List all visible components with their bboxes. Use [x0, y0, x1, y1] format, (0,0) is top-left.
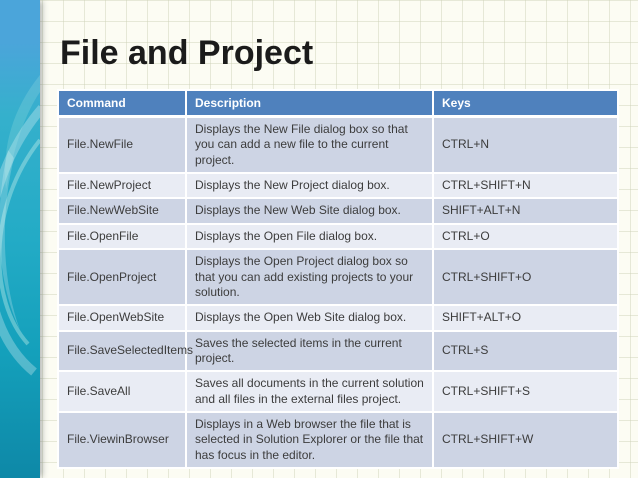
keys-cell: CTRL+SHIFT+N: [432, 172, 619, 200]
description-cell: Displays the New File dialog box so that…: [185, 115, 434, 175]
command-cell: File.NewFile: [57, 115, 187, 175]
command-cell: File.NewProject: [57, 172, 187, 200]
keys-cell: CTRL+O: [432, 222, 619, 251]
command-cell: File.OpenFile: [57, 222, 187, 251]
description-cell: Displays in a Web browser the file that …: [185, 411, 434, 470]
description-cell: Displays the Open Web Site dialog box.: [185, 304, 434, 332]
description-cell: Displays the New Project dialog box.: [185, 172, 434, 200]
header-description: Description: [185, 89, 434, 118]
sidebar-decoration: [0, 0, 40, 478]
keys-cell: CTRL+S: [432, 329, 619, 373]
keys-cell: CTRL+SHIFT+W: [432, 411, 619, 470]
description-cell: Displays the Open Project dialog box so …: [185, 248, 434, 307]
description-cell: Displays the Open File dialog box.: [185, 222, 434, 251]
command-cell: File.OpenWebSite: [57, 304, 187, 332]
command-cell: File.SaveAll: [57, 370, 187, 414]
header-keys: Keys: [432, 89, 619, 118]
keys-cell: CTRL+SHIFT+S: [432, 370, 619, 414]
command-cell: File.SaveSelectedItems: [57, 329, 193, 373]
keys-cell: SHIFT+ALT+O: [432, 304, 619, 332]
command-cell: File.ViewinBrowser: [57, 411, 187, 470]
command-cell: File.NewWebSite: [57, 197, 187, 225]
keys-cell: CTRL+N: [432, 115, 619, 175]
command-cell: File.OpenProject: [57, 248, 187, 307]
description-cell: Displays the New Web Site dialog box.: [185, 197, 434, 225]
keys-cell: SHIFT+ALT+N: [432, 197, 619, 225]
sidebar-swirl-graphic: [0, 75, 40, 376]
table-header-row: Command Description Keys: [57, 89, 619, 118]
header-command: Command: [57, 89, 187, 118]
slide-title: File and Project: [60, 34, 314, 72]
description-cell: Saves the selected items in the current …: [185, 329, 434, 373]
description-cell: Saves all documents in the current solut…: [185, 370, 434, 414]
keys-cell: CTRL+SHIFT+O: [432, 248, 619, 307]
